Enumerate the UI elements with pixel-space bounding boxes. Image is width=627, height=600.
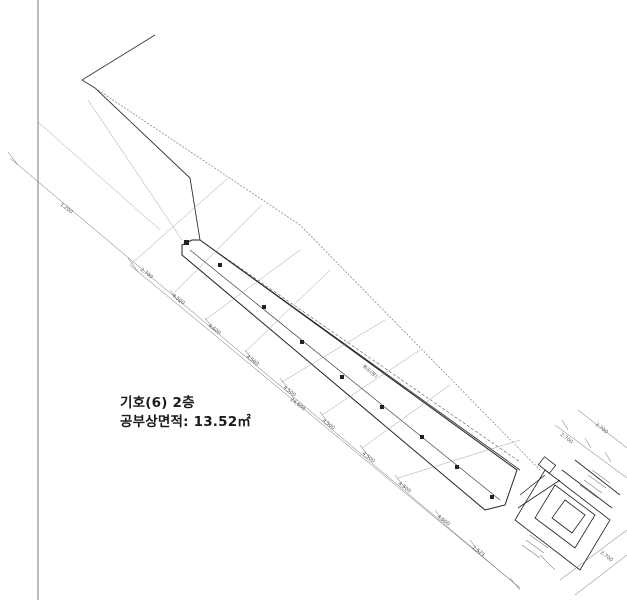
corridor-label: 복도(방) — [361, 363, 379, 379]
dim-label: 24,600 — [289, 397, 306, 413]
columns — [184, 240, 494, 499]
plan-caption: 기호(6) 2층 공부상면적: 13.52㎡ — [120, 394, 251, 432]
dim-label: 2,700 — [559, 432, 574, 446]
outer-wall-right — [94, 87, 541, 471]
outer-wall-upper — [81, 34, 156, 81]
dim-label: 4,500 — [245, 354, 260, 368]
stair-core — [514, 456, 621, 571]
dimension-labels: 1,200 2,700 4,500 4,500 4,500 4,500 4,50… — [59, 202, 614, 564]
dim-label: 4,500 — [171, 293, 186, 307]
caption-title: 기호(6) 2층 — [120, 395, 195, 411]
outer-wall-left — [81, 79, 521, 471]
building-outline — [181, 239, 518, 511]
dim-label: 1,575 — [471, 545, 486, 559]
dim-label: 4,500 — [282, 385, 297, 399]
dimension-chain-lower — [9, 157, 521, 589]
stair-treads — [521, 469, 611, 571]
dimension-ticks — [7, 151, 521, 591]
dim-label: 2,700 — [599, 550, 614, 564]
dim-label: 4,500 — [436, 514, 451, 528]
caption-area: 공부상면적: 13.52㎡ — [120, 414, 252, 430]
dim-label: 1,200 — [59, 202, 74, 216]
dim-label: 4,500 — [207, 323, 222, 337]
inner-corridor-line — [189, 249, 501, 501]
extension-lines — [37, 99, 521, 479]
dimension-chain-right — [554, 409, 627, 596]
